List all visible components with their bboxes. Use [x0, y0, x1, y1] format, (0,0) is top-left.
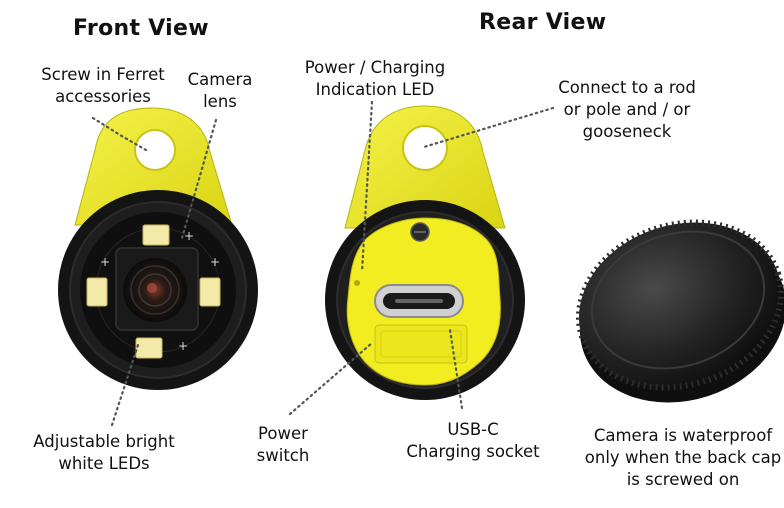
label-connect: Connect to a rod or pole and / or goosen… [544, 77, 710, 143]
leader-power-led [360, 100, 374, 274]
label-waterproof: Camera is waterproof only when the back … [578, 425, 784, 491]
front-mounting-hole [134, 129, 176, 171]
svg-text:+: + [210, 255, 220, 269]
front-view-title: Front View [73, 16, 209, 41]
label-waterproof-line3: is screwed on [626, 470, 740, 489]
label-usbc-line2: Charging socket [406, 442, 540, 461]
label-connect-line3: gooseneck [582, 122, 672, 141]
rear-power-switch [374, 324, 468, 364]
leader-switch [288, 341, 374, 416]
leader-lines [91, 100, 555, 427]
label-power-switch: Power switch [246, 423, 320, 467]
label-leds: Adjustable bright white LEDs [16, 431, 192, 475]
label-power-led-line1: Power / Charging [304, 58, 446, 77]
front-camera-unit: + + + + [58, 107, 258, 390]
label-switch-line1: Power [258, 424, 308, 443]
rear-view-title: Rear View [479, 10, 607, 35]
label-waterproof-line1: Camera is waterproof [593, 426, 773, 445]
front-led-left [86, 277, 108, 307]
label-leds-line1: Adjustable bright [33, 432, 175, 451]
rear-mounting-hole [402, 125, 448, 171]
rear-status-led [354, 280, 360, 286]
front-led-right [199, 277, 221, 307]
front-led-top [142, 224, 170, 246]
label-screw-line2: accessories [55, 87, 151, 106]
leader-connect [422, 106, 555, 149]
svg-text:+: + [100, 255, 110, 269]
label-waterproof-line2: only when the back cap [584, 448, 782, 467]
label-usbc-line1: USB-C [447, 420, 499, 439]
label-leds-line2: white LEDs [58, 454, 150, 473]
label-camera-line2: lens [203, 92, 237, 111]
svg-text:+: + [178, 339, 188, 353]
label-screw-accessories: Screw in Ferret accessories [28, 64, 178, 108]
label-power-led-line2: Indication LED [315, 80, 435, 99]
label-camera-line1: Camera [187, 70, 253, 89]
label-camera-lens: Camera lens [180, 69, 260, 113]
leader-usbc [448, 328, 464, 410]
label-usbc: USB-C Charging socket [398, 419, 548, 463]
label-power-led: Power / Charging Indication LED [292, 57, 458, 101]
rear-camera-unit [325, 105, 525, 400]
svg-text:+: + [184, 229, 194, 243]
label-screw-line1: Screw in Ferret [41, 65, 165, 84]
label-switch-line2: switch [256, 446, 310, 465]
leader-camera [180, 118, 218, 240]
label-connect-line2: or pole and / or [563, 100, 691, 119]
back-cap [575, 219, 784, 403]
leader-screw [91, 116, 148, 152]
label-connect-line1: Connect to a rod [558, 78, 696, 97]
front-led-bottom [135, 337, 163, 359]
